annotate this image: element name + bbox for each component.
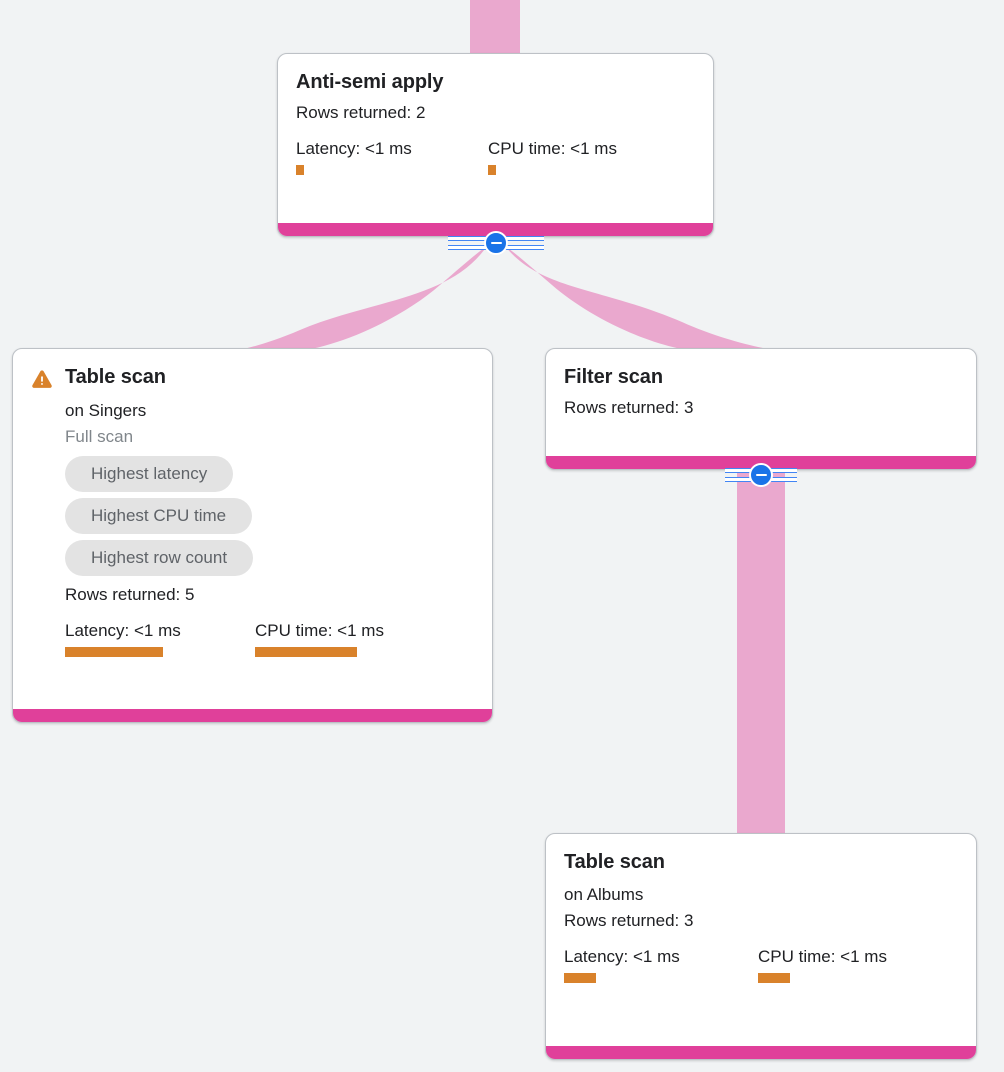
- node-metrics: Latency: <1 ms CPU time: <1 ms: [65, 620, 474, 657]
- chip-highest-latency[interactable]: Highest latency: [65, 456, 234, 492]
- metric-cpu-time: CPU time: <1 ms: [488, 138, 617, 175]
- node-subtitle: on Singers: [65, 401, 147, 420]
- metric-latency: Latency: <1 ms: [296, 138, 488, 175]
- metric-latency: Latency: <1 ms: [564, 946, 758, 983]
- metric-cpu-time: CPU time: <1 ms: [758, 946, 887, 983]
- plan-node-filter-scan[interactable]: Filter scan Rows returned: 3: [545, 348, 977, 470]
- plan-node-table-scan-albums[interactable]: Table scan on Albums Rows returned: 3 La…: [545, 833, 977, 1060]
- node-footer-bar: [278, 223, 713, 236]
- node-title: Table scan: [564, 851, 665, 873]
- edge-root-to-table-scan-singers: [230, 246, 487, 352]
- metric-latency-bar: [65, 647, 163, 657]
- plan-node-table-scan-singers[interactable]: Table scan on Singers Full scan Highest …: [12, 348, 493, 723]
- metric-cpu-time-label: CPU time: <1 ms: [758, 947, 887, 966]
- metric-cpu-time-label: CPU time: <1 ms: [255, 621, 384, 640]
- edge-root-to-filter-scan: [505, 246, 784, 352]
- collapse-minus-icon[interactable]: [484, 231, 508, 255]
- node-footer-bar: [546, 456, 976, 469]
- node-rows-returned: Rows returned: 2: [296, 103, 426, 122]
- plan-node-anti-semi-apply[interactable]: Anti-semi apply Rows returned: 2 Latency…: [277, 53, 714, 237]
- node-rows-returned: Rows returned: 3: [564, 398, 694, 417]
- node-header: Table scan: [564, 850, 958, 874]
- node-metrics: Latency: <1 ms CPU time: <1 ms: [296, 138, 695, 175]
- node-title: Table scan: [65, 366, 166, 388]
- collapse-toggle-filter-scan[interactable]: [725, 462, 797, 488]
- node-title: Anti-semi apply: [296, 71, 444, 93]
- metric-latency: Latency: <1 ms: [65, 620, 255, 657]
- metric-cpu-time: CPU time: <1 ms: [255, 620, 384, 657]
- metric-latency-label: Latency: <1 ms: [564, 947, 680, 966]
- node-footer-bar: [546, 1046, 976, 1059]
- node-rows-returned: Rows returned: 5: [65, 585, 195, 604]
- warning-triangle-icon: [32, 370, 52, 388]
- collapse-minus-icon[interactable]: [749, 463, 773, 487]
- node-body: Table scan on Albums Rows returned: 3 La…: [546, 834, 976, 1046]
- node-scan-type: Full scan: [65, 427, 134, 446]
- edge-filter-scan-to-table-scan-albums: [737, 470, 785, 840]
- metric-cpu-time-bar: [255, 647, 357, 657]
- node-metrics: Latency: <1 ms CPU time: <1 ms: [564, 946, 958, 983]
- chip-highest-row-count[interactable]: Highest row count: [65, 540, 254, 576]
- node-header: Table scan: [31, 365, 474, 390]
- metric-cpu-time-label: CPU time: <1 ms: [488, 139, 617, 158]
- node-chip-list: Highest latency Highest CPU time Highest…: [65, 456, 474, 576]
- node-rows-returned: Rows returned: 3: [564, 911, 694, 930]
- minus-glyph: [755, 473, 767, 477]
- node-title: Filter scan: [564, 366, 663, 388]
- node-header: Anti-semi apply: [296, 70, 695, 94]
- node-detail-column: on Singers Full scan Highest latency Hig…: [65, 398, 474, 657]
- node-body: Table scan on Singers Full scan Highest …: [13, 349, 492, 709]
- metric-cpu-time-bar: [488, 165, 496, 175]
- chip-highest-cpu-time[interactable]: Highest CPU time: [65, 498, 253, 534]
- node-body: Anti-semi apply Rows returned: 2 Latency…: [278, 54, 713, 223]
- node-footer-bar: [13, 709, 492, 722]
- collapse-toggle-anti-semi-apply[interactable]: [448, 230, 544, 256]
- metric-latency-label: Latency: <1 ms: [296, 139, 412, 158]
- metric-latency-label: Latency: <1 ms: [65, 621, 181, 640]
- metric-cpu-time-bar: [758, 973, 790, 983]
- metric-latency-bar: [564, 973, 596, 983]
- edge-incoming-root: [470, 0, 520, 54]
- minus-glyph: [490, 241, 502, 245]
- node-header: Filter scan: [564, 365, 958, 389]
- metric-latency-bar: [296, 165, 304, 175]
- node-subtitle: on Albums: [564, 885, 644, 904]
- node-body: Filter scan Rows returned: 3: [546, 349, 976, 456]
